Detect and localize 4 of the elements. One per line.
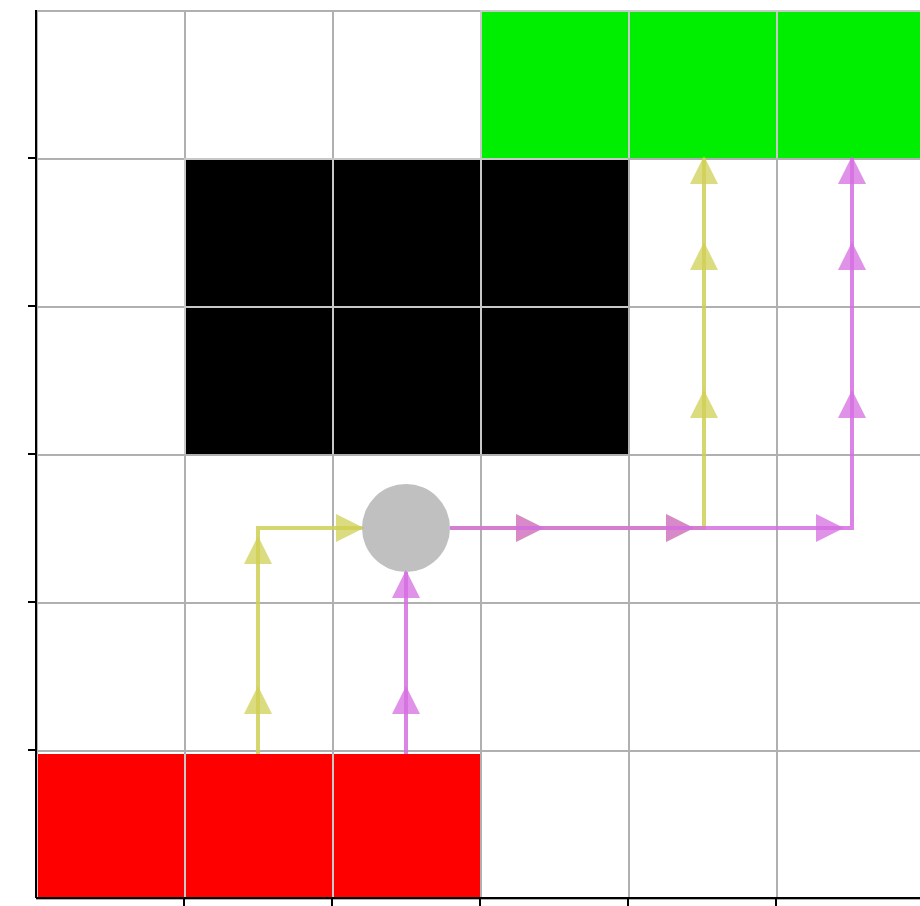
start-region bbox=[36, 754, 480, 898]
circle-marker bbox=[362, 484, 450, 572]
obstacle-block bbox=[184, 158, 628, 454]
goal-region bbox=[480, 10, 920, 158]
